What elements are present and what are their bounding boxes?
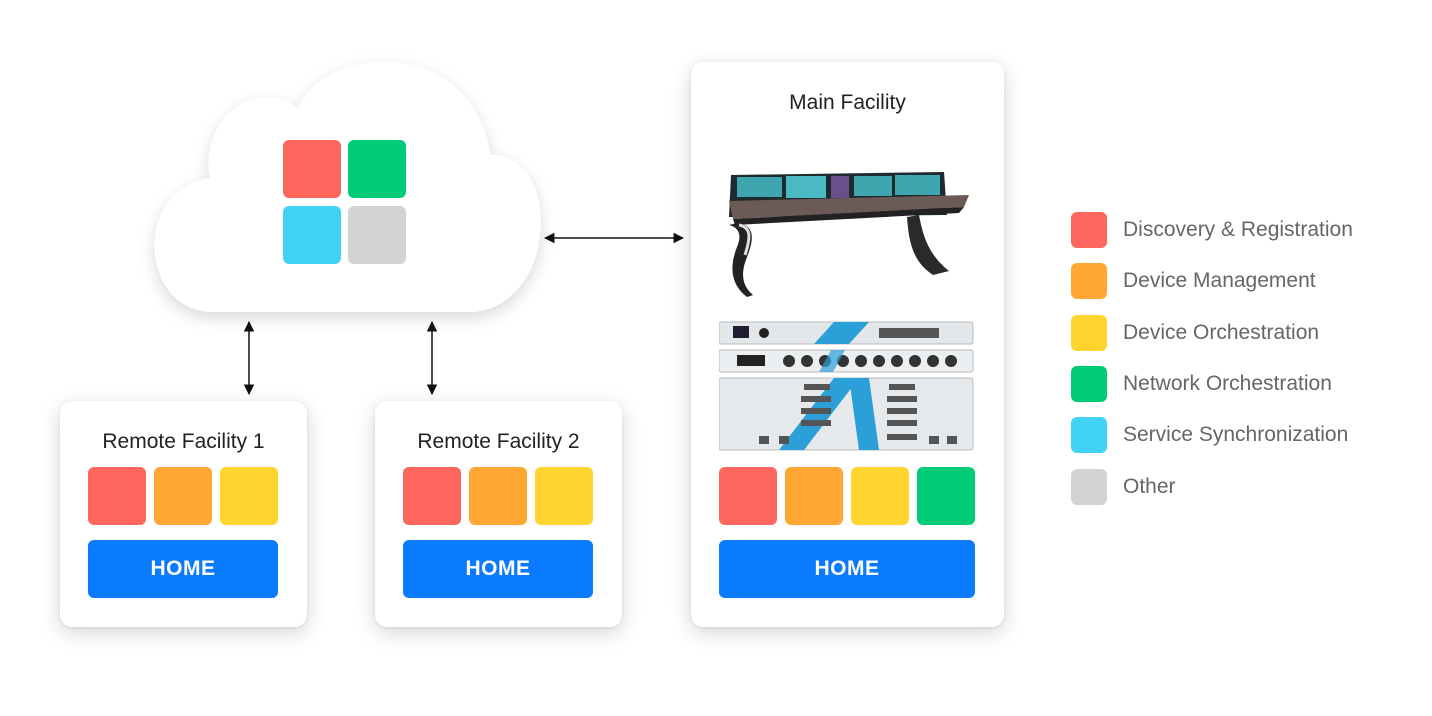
legend-swatch-other [1071, 469, 1107, 505]
cloud-square-network [348, 140, 406, 198]
square-management [785, 467, 843, 525]
main-facility-title: Main Facility [789, 91, 906, 114]
legend-label: Network Orchestration [1123, 372, 1332, 395]
legend-swatch-management [1071, 263, 1107, 299]
remote-facility-2-card: Remote Facility 2 HOME [375, 401, 622, 627]
legend-label: Device Management [1123, 269, 1316, 292]
legend-swatch-orchestration [1071, 315, 1107, 351]
square-orchestration [220, 467, 278, 525]
legend-label: Discovery & Registration [1123, 218, 1353, 241]
cloud-square-sync [283, 206, 341, 264]
rack-devices-image [719, 321, 974, 451]
legend-label: Service Synchronization [1123, 423, 1349, 446]
cloud-icon [154, 61, 541, 313]
home-button[interactable]: HOME [403, 540, 593, 598]
square-discovery [88, 467, 146, 525]
legend-swatch-network [1071, 366, 1107, 402]
square-management [154, 467, 212, 525]
cloud-square-other [348, 206, 406, 264]
square-orchestration [851, 467, 909, 525]
home-button[interactable]: HOME [88, 540, 278, 598]
square-network [917, 467, 975, 525]
legend-swatch-discovery [1071, 212, 1107, 248]
square-discovery [403, 467, 461, 525]
cloud-square-discovery [283, 140, 341, 198]
home-button[interactable]: HOME [719, 540, 975, 598]
square-discovery [719, 467, 777, 525]
legend-swatch-sync [1071, 417, 1107, 453]
main-facility-card: Main Facility HOME [691, 62, 1004, 627]
remote-facility-1-card: Remote Facility 1 HOME [60, 401, 307, 627]
square-management [469, 467, 527, 525]
legend-label: Other [1123, 475, 1176, 498]
remote-facility-1-title: Remote Facility 1 [102, 430, 265, 453]
mixing-console-image [729, 172, 969, 297]
legend-label: Device Orchestration [1123, 321, 1320, 344]
remote-facility-2-title: Remote Facility 2 [417, 430, 580, 453]
square-orchestration [535, 467, 593, 525]
